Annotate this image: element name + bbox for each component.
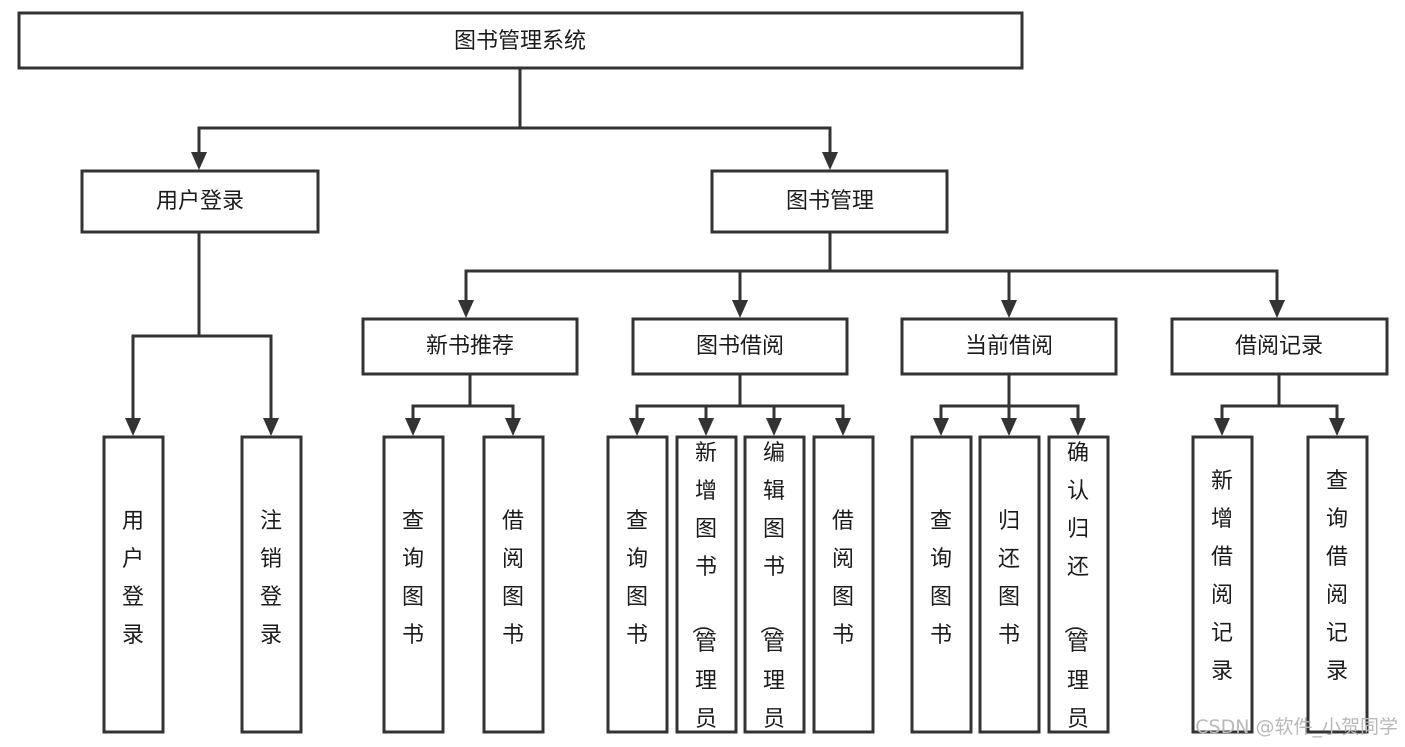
edge-group-current-borrow — [933, 372, 1086, 436]
edge-group-user-login — [125, 231, 279, 436]
edge-group-root — [191, 66, 838, 170]
edge-group-borrow-record — [1214, 372, 1345, 436]
node-new-book-recommend-label: 新书推荐 — [426, 334, 514, 359]
arrow-head-user-login — [191, 152, 207, 170]
leaf-node[interactable]: 归还图书 — [978, 435, 1041, 734]
node-root-label: 图书管理系统 — [454, 29, 586, 54]
leaf-logout-box[interactable] — [240, 435, 303, 734]
leaf-cb-return-book-label: 归还图书 — [998, 509, 1020, 648]
arrow-head-nb-leaf-1 — [405, 418, 421, 436]
leaf-bb-borrow-book-label: 借阅图书 — [832, 509, 854, 648]
arrow-head-br-leaf-2 — [1329, 418, 1345, 436]
node-borrow-record[interactable]: 借阅记录 — [1170, 317, 1389, 376]
leaf-bb-edit-book-label: 编辑图书（管理员） — [757, 441, 785, 747]
leaf-nb-query-book-label: 查询图书 — [402, 509, 424, 648]
arrow-head-new-book — [458, 300, 474, 318]
leaf-bb-edit-book-box[interactable] — [743, 435, 806, 734]
leaf-node[interactable]: 注销登录 — [240, 435, 303, 734]
node-root[interactable]: 图书管理系统 — [17, 11, 1024, 70]
leaf-node[interactable]: 确认归还（管理员） — [1047, 435, 1110, 747]
leaf-nb-query-book-box[interactable] — [382, 435, 445, 734]
node-book-borrow[interactable]: 图书借阅 — [631, 317, 849, 376]
leaf-node[interactable]: 新增借阅记录 — [1191, 435, 1254, 734]
leaf-nb-borrow-book-box[interactable] — [482, 435, 545, 734]
leaf-cb-return-book-box[interactable] — [978, 435, 1041, 734]
leaf-bb-query-book-label: 查询图书 — [626, 509, 648, 648]
arrow-head-bb-leaf-2 — [698, 418, 714, 436]
leaf-br-query-record-label: 查询借阅记录 — [1326, 469, 1348, 684]
node-current-borrow-label: 当前借阅 — [965, 334, 1053, 359]
leaf-node[interactable]: 查询图书 — [606, 435, 669, 734]
arrow-head-bb-leaf-1 — [629, 418, 645, 436]
leaf-br-add-record-label: 新增借阅记录 — [1211, 469, 1233, 684]
leaf-bb-add-book-box[interactable] — [675, 435, 738, 734]
arrow-head-borrow-record — [1269, 300, 1285, 318]
leaf-user-login-box[interactable] — [102, 435, 165, 734]
node-borrow-record-box[interactable] — [1170, 317, 1389, 376]
node-book-management-label: 图书管理 — [786, 189, 874, 214]
leaf-nb-borrow-book-label: 借阅图书 — [502, 509, 524, 648]
leaf-bb-add-book-label: 新增图书（管理员） — [689, 441, 717, 747]
node-user-login[interactable]: 用户登录 — [80, 169, 320, 234]
leaf-br-query-record-box[interactable] — [1306, 435, 1369, 734]
edge-group-book-borrow — [629, 372, 851, 436]
leaf-node[interactable]: 查询图书 — [910, 435, 973, 734]
edge-group-new-book — [405, 372, 521, 436]
node-borrow-record-label: 借阅记录 — [1235, 334, 1323, 359]
leaf-node[interactable]: 查询借阅记录 — [1306, 435, 1369, 734]
leaf-cb-query-book-label: 查询图书 — [930, 509, 952, 648]
leaf-node[interactable]: 新增图书（管理员） — [675, 435, 738, 747]
arrow-head-nb-leaf-2 — [505, 418, 521, 436]
arrow-head-book-mgmt — [822, 152, 838, 170]
leaf-cb-confirm-return-box[interactable] — [1047, 435, 1110, 734]
edge-group-book-mgmt — [458, 231, 1285, 318]
arrow-head-bb-leaf-4 — [835, 418, 851, 436]
node-current-borrow-box[interactable] — [900, 317, 1118, 376]
leaf-cb-query-book-box[interactable] — [910, 435, 973, 734]
node-user-login-label: 用户登录 — [156, 189, 244, 214]
leaf-node[interactable]: 用户登录 — [102, 435, 165, 734]
leaf-node[interactable]: 借阅图书 — [482, 435, 545, 734]
node-book-borrow-label: 图书借阅 — [696, 334, 784, 359]
arrow-head-cb-leaf-2 — [1001, 418, 1017, 436]
node-new-book-recommend[interactable]: 新书推荐 — [361, 317, 579, 376]
leaf-node[interactable]: 编辑图书（管理员） — [743, 435, 806, 747]
node-book-management[interactable]: 图书管理 — [710, 169, 949, 234]
leaf-bb-borrow-book-box[interactable] — [812, 435, 875, 734]
leaf-br-add-record-box[interactable] — [1191, 435, 1254, 734]
arrow-head-book-borrow — [732, 300, 748, 318]
arrow-head-bb-leaf-3 — [766, 418, 782, 436]
node-book-management-box[interactable] — [710, 169, 949, 234]
arrow-head-leaf-logout — [263, 418, 279, 436]
leaf-cb-confirm-return-label: 确认归还（管理员） — [1061, 441, 1089, 747]
leaf-node[interactable]: 借阅图书 — [812, 435, 875, 734]
arrow-head-cb-leaf-3 — [1070, 418, 1086, 436]
arrow-head-cb-leaf-1 — [933, 418, 949, 436]
node-root-box[interactable] — [17, 11, 1024, 70]
leaf-user-login-label: 用户登录 — [122, 509, 144, 648]
node-book-borrow-box[interactable] — [631, 317, 849, 376]
watermark-label: CSDN @软件_小贺同学 — [1195, 716, 1398, 738]
arrow-head-br-leaf-1 — [1214, 418, 1230, 436]
leaf-bb-query-book-box[interactable] — [606, 435, 669, 734]
leaf-node[interactable]: 查询图书 — [382, 435, 445, 734]
node-user-login-box[interactable] — [80, 169, 320, 234]
node-new-book-recommend-box[interactable] — [361, 317, 579, 376]
arrow-head-current-borrow — [1001, 300, 1017, 318]
arrow-head-leaf-user-login — [125, 418, 141, 436]
node-current-borrow[interactable]: 当前借阅 — [900, 317, 1118, 376]
leaf-logout-label: 注销登录 — [260, 509, 282, 648]
